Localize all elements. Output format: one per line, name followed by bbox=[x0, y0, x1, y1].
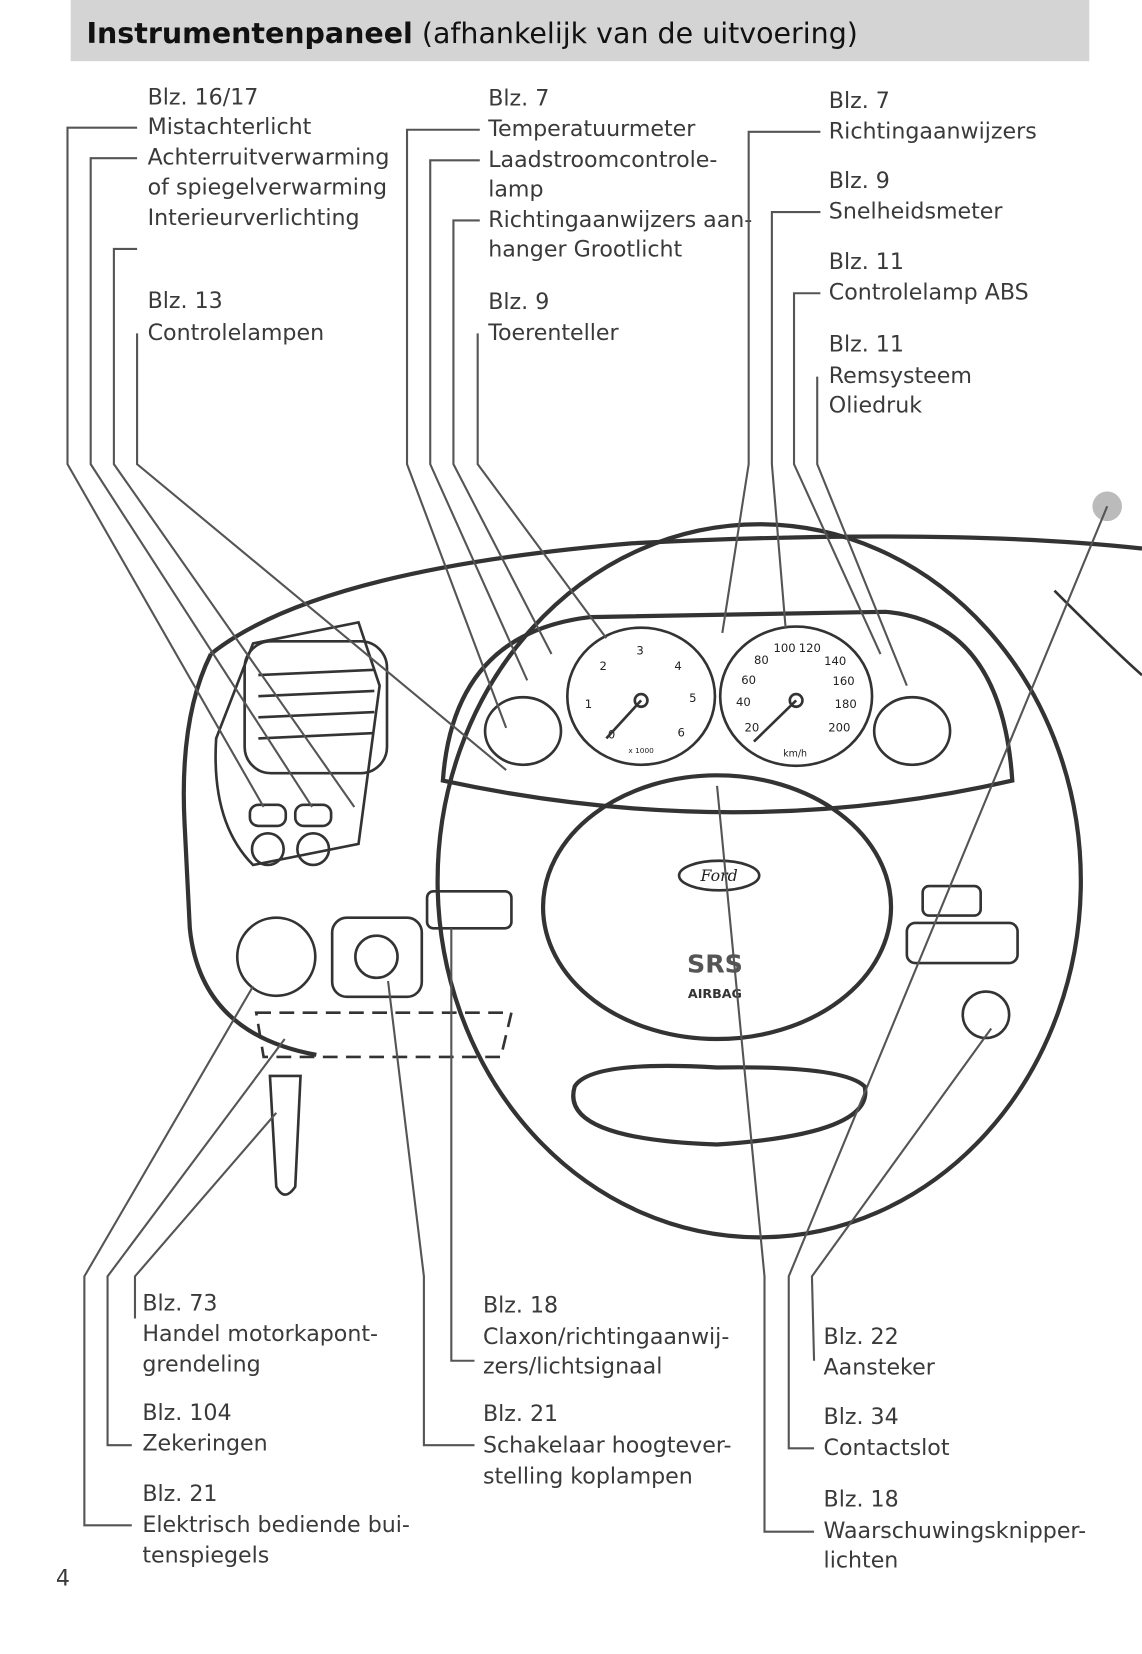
labels-top-right: Blz. 7 Richtingaanwijzers Blz. 9 Snelhei… bbox=[829, 88, 1037, 419]
svg-text:140: 140 bbox=[824, 654, 846, 668]
labels-bottom-left: Blz. 73 Handel motorkapont- grendeling B… bbox=[142, 1290, 410, 1568]
steering-wheel-spoke bbox=[571, 1063, 868, 1147]
airbag-hub bbox=[540, 773, 894, 1042]
svg-text:180: 180 bbox=[835, 697, 857, 711]
svg-text:200: 200 bbox=[828, 720, 850, 734]
label-bonnet-release-2: grendeling bbox=[142, 1351, 260, 1377]
labels-bottom-right: Blz. 22 Aansteker Blz. 34 Contactslot Bl… bbox=[824, 1324, 1087, 1574]
page-title: Instrumentenpaneel (afhankelijk van de u… bbox=[86, 17, 857, 50]
speedometer: 20 40 60 80 100 120 140 160 180 200 km/h bbox=[718, 625, 874, 768]
svg-text:160: 160 bbox=[833, 674, 855, 688]
temperature-gauge bbox=[483, 695, 563, 767]
right-stalk-upper bbox=[921, 884, 982, 917]
mirror-control bbox=[268, 1074, 302, 1196]
label-speedometer: Snelheidsmeter bbox=[829, 199, 1004, 225]
bonnet-release-icon bbox=[235, 916, 317, 998]
ref-page: Blz. 18 bbox=[824, 1486, 899, 1512]
ref-page: Blz. 7 bbox=[829, 88, 890, 114]
svg-text:20: 20 bbox=[744, 720, 759, 734]
headlamp-levelling-switch bbox=[330, 916, 424, 999]
label-electric-mirrors-2: tenspiegels bbox=[142, 1542, 269, 1568]
ref-page: Blz. 18 bbox=[483, 1292, 558, 1318]
label-horn-indicators-2: zers/lichtsignaal bbox=[483, 1354, 662, 1380]
svg-text:0: 0 bbox=[608, 728, 615, 742]
label-headlamp-levelling: Schakelaar hoogtever- bbox=[483, 1433, 732, 1459]
ref-page: Blz. 22 bbox=[824, 1324, 899, 1350]
svg-text:40: 40 bbox=[736, 695, 751, 709]
labels-top-middle: Blz. 7 Temperatuurmeter Laadstroomcontro… bbox=[487, 86, 752, 346]
cigar-lighter-icon bbox=[961, 990, 1011, 1040]
label-oil-pressure: Oliedruk bbox=[829, 393, 922, 419]
label-cigar-lighter: Aansteker bbox=[824, 1355, 936, 1381]
svg-text:6: 6 bbox=[677, 726, 684, 740]
ref-page: Blz. 9 bbox=[488, 289, 549, 315]
svg-text:2: 2 bbox=[599, 659, 606, 673]
label-brake-system: Remsysteem bbox=[829, 363, 972, 389]
label-electric-mirrors: Elektrisch bediende bui- bbox=[142, 1512, 410, 1538]
label-ignition-switch: Contactslot bbox=[824, 1435, 950, 1461]
header-bar bbox=[70, 0, 1090, 62]
ref-page: Blz. 9 bbox=[829, 168, 890, 194]
label-horn-indicators: Claxon/richtingaanwij- bbox=[483, 1324, 729, 1350]
label-high-beam: hanger Grootlicht bbox=[488, 236, 682, 262]
svg-text:80: 80 bbox=[754, 653, 769, 667]
label-turn-indicators: Richtingaanwijzers bbox=[829, 118, 1037, 144]
labels-top-left: Blz. 16/17 Mistachterlicht Achterruitver… bbox=[148, 85, 390, 346]
label-mirror-heating: of spiegelverwarming bbox=[148, 174, 387, 200]
label-rear-window-heating: Achterruitverwarming bbox=[148, 145, 390, 171]
tachometer: 0 1 2 3 4 5 6 x 1000 bbox=[565, 626, 717, 767]
ref-page: Blz. 16/17 bbox=[148, 85, 259, 111]
label-hazard-lights-2: lichten bbox=[824, 1548, 899, 1574]
label-charge-lamp-2: lamp bbox=[488, 176, 543, 202]
ref-page: Blz. 34 bbox=[824, 1404, 899, 1430]
label-temperature-gauge: Temperatuurmeter bbox=[487, 116, 696, 142]
dashboard-illustration: 0 1 2 3 4 5 6 x 1000 20 40 60 80 100 120… bbox=[181, 491, 1142, 1240]
instrument-cluster bbox=[440, 609, 1015, 815]
ref-page: Blz. 21 bbox=[483, 1401, 558, 1427]
svg-text:5: 5 bbox=[689, 691, 696, 705]
ref-page: Blz. 21 bbox=[142, 1481, 217, 1507]
label-abs-lamp: Controlelamp ABS bbox=[829, 280, 1029, 306]
label-tachometer: Toerenteller bbox=[487, 320, 619, 346]
svg-text:1: 1 bbox=[585, 697, 592, 711]
ref-page: Blz. 7 bbox=[488, 86, 549, 112]
ref-page: Blz. 13 bbox=[148, 288, 223, 314]
label-bonnet-release: Handel motorkapont- bbox=[142, 1321, 378, 1347]
ref-page: Blz. 104 bbox=[142, 1400, 231, 1426]
label-fuses: Zekeringen bbox=[142, 1431, 267, 1457]
leader-lines bbox=[66, 126, 1109, 1533]
page-number: 4 bbox=[56, 1566, 70, 1592]
air-vent-icon bbox=[243, 640, 389, 775]
ford-logo bbox=[677, 859, 761, 892]
label-trailer-indicators: Richtingaanwijzers aan- bbox=[488, 207, 752, 233]
labels-bottom-middle: Blz. 18 Claxon/richtingaanwij- zers/lich… bbox=[483, 1292, 732, 1489]
label-warning-lamps: Controlelampen bbox=[148, 320, 325, 346]
label-rear-fog: Mistachterlicht bbox=[148, 114, 312, 140]
svg-text:100: 100 bbox=[773, 641, 795, 655]
svg-text:120: 120 bbox=[799, 641, 821, 655]
svg-text:x 1000: x 1000 bbox=[628, 746, 654, 755]
ref-page: Blz. 11 bbox=[829, 331, 904, 357]
svg-text:4: 4 bbox=[674, 659, 681, 673]
label-hazard-lights: Waarschuwingsknipper- bbox=[824, 1518, 1087, 1544]
switch-buttons bbox=[248, 803, 333, 867]
ref-page: Blz. 11 bbox=[829, 249, 904, 275]
right-stalk bbox=[905, 921, 1019, 965]
fuse-box-cover bbox=[254, 1011, 514, 1059]
label-charge-lamp: Laadstroomcontrole- bbox=[488, 147, 717, 173]
airbag-text: AIRBAG bbox=[688, 986, 742, 1001]
left-stalk bbox=[425, 890, 513, 930]
svg-text:km/h: km/h bbox=[783, 749, 807, 760]
fuel-gauge bbox=[872, 695, 952, 767]
ford-logo-text: Ford bbox=[700, 866, 738, 885]
label-interior-light: Interieurverlichting bbox=[148, 205, 360, 231]
label-headlamp-levelling-2: stelling koplampen bbox=[483, 1463, 693, 1489]
svg-text:3: 3 bbox=[636, 643, 643, 657]
svg-text:60: 60 bbox=[741, 673, 756, 687]
steering-wheel bbox=[435, 522, 1083, 1240]
ref-page: Blz. 73 bbox=[142, 1290, 217, 1316]
